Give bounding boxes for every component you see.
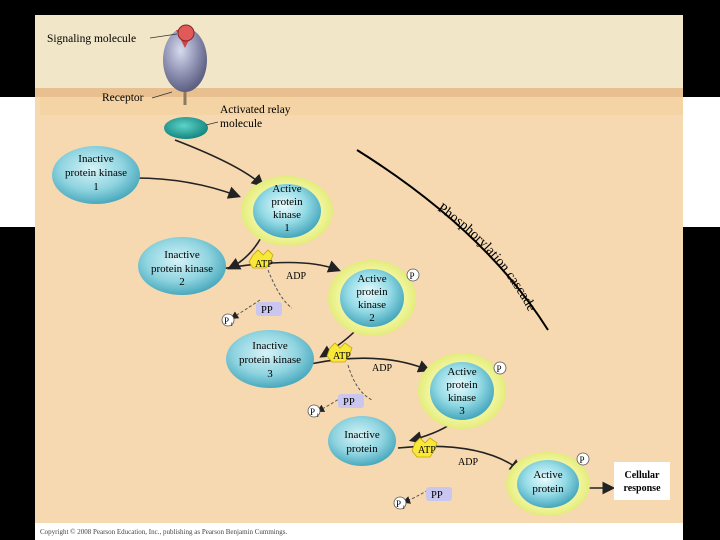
svg-text:protein: protein	[532, 483, 564, 495]
svg-text:Inactive: Inactive	[78, 153, 114, 165]
svg-text:kinase: kinase	[358, 299, 386, 311]
signaling-molecule-label: Signaling molecule	[47, 33, 136, 45]
svg-text:P: P	[497, 364, 502, 374]
svg-text:Cellular: Cellular	[625, 470, 661, 481]
svg-text:P: P	[410, 271, 415, 281]
plasma-membrane	[35, 88, 683, 97]
pp-box-3	[426, 487, 452, 501]
svg-text:Inactive: Inactive	[252, 340, 288, 352]
svg-text:P: P	[396, 499, 401, 509]
svg-text:protein: protein	[446, 379, 478, 391]
svg-text:P: P	[224, 316, 229, 326]
svg-text:Active: Active	[272, 183, 301, 195]
svg-text:protein kinase: protein kinase	[65, 167, 127, 179]
adp-label-3: ADP	[458, 457, 478, 468]
svg-text:kinase: kinase	[273, 209, 301, 221]
arrow-pk1-activation	[134, 177, 241, 199]
atp-label-1: ATP	[255, 259, 273, 270]
active-protein-kinase-1	[253, 184, 321, 238]
svg-text:3: 3	[459, 405, 465, 417]
phosphate-pk3	[493, 361, 507, 375]
phosphate-protein	[576, 452, 590, 466]
svg-text:P: P	[580, 455, 585, 465]
inactive-protein-kinase-1	[52, 146, 140, 204]
svg-text:1: 1	[93, 181, 99, 193]
svg-text:protein kinase: protein kinase	[239, 354, 301, 366]
adp-label-2: ADP	[372, 363, 392, 374]
inactive-protein-kinase-2	[138, 237, 226, 295]
arrow-relay-to-pk1	[174, 139, 265, 188]
arrow-pk3-activation	[309, 357, 431, 373]
svg-text:protein: protein	[346, 443, 378, 455]
pp-box-2	[338, 394, 364, 408]
svg-text:protein: protein	[271, 196, 303, 208]
phosphate-pk2	[406, 268, 420, 282]
extracellular-space	[35, 15, 683, 89]
svg-text:1: 1	[284, 222, 290, 234]
svg-text:Active: Active	[357, 273, 386, 285]
svg-text:i: i	[317, 413, 319, 419]
svg-text:Active: Active	[533, 469, 562, 481]
receptor-protein	[163, 28, 207, 92]
atp-starburst-2	[326, 342, 353, 363]
svg-text:Active: Active	[447, 366, 476, 378]
signaling-molecule	[177, 24, 195, 42]
svg-text:protein kinase: protein kinase	[151, 263, 213, 275]
relay-label-line2: molecule	[220, 118, 262, 130]
atp-starburst-3	[411, 437, 438, 458]
relay-molecule	[164, 117, 208, 139]
active-protein	[517, 460, 579, 508]
atp-label-2: ATP	[333, 351, 351, 362]
cellular-response-box	[614, 462, 670, 500]
atp-label-3: ATP	[418, 445, 436, 456]
white-bar-right	[683, 97, 720, 227]
svg-text:P: P	[310, 407, 315, 417]
svg-text:response: response	[623, 483, 661, 494]
relay-label-line1: Activated relay	[220, 104, 291, 116]
pp-box-1	[256, 302, 282, 316]
receptor-label: Receptor	[102, 92, 144, 104]
svg-text:i: i	[403, 505, 405, 511]
active-protein-kinase-2	[340, 269, 404, 327]
svg-text:i: i	[231, 322, 233, 328]
copyright-text: Copyright © 2008 Pearson Education, Inc.…	[40, 528, 287, 536]
inactive-protein	[328, 416, 396, 466]
svg-text:Inactive: Inactive	[344, 429, 380, 441]
atp-starburst-1	[248, 249, 274, 269]
svg-text:protein: protein	[356, 286, 388, 298]
pi-circle-3	[393, 496, 407, 510]
pp-label-2: PP	[343, 397, 355, 408]
svg-text:kinase: kinase	[448, 392, 476, 404]
arrow-pk1-to-pk2	[227, 235, 263, 270]
pp-label-3: PP	[431, 490, 443, 501]
white-bar-left	[0, 97, 40, 227]
svg-text:3: 3	[267, 368, 273, 380]
svg-text:2: 2	[369, 312, 375, 324]
pi-circle-2	[307, 404, 321, 418]
active-protein-kinase-3	[430, 362, 494, 420]
pi-circle-1	[221, 313, 235, 327]
svg-text:Inactive: Inactive	[164, 249, 200, 261]
pp-label-1: PP	[261, 305, 273, 316]
adp-label-1: ADP	[286, 271, 306, 282]
svg-text:2: 2	[179, 276, 185, 288]
cascade-bracket-line	[356, 149, 549, 331]
inactive-protein-kinase-3	[226, 330, 314, 388]
